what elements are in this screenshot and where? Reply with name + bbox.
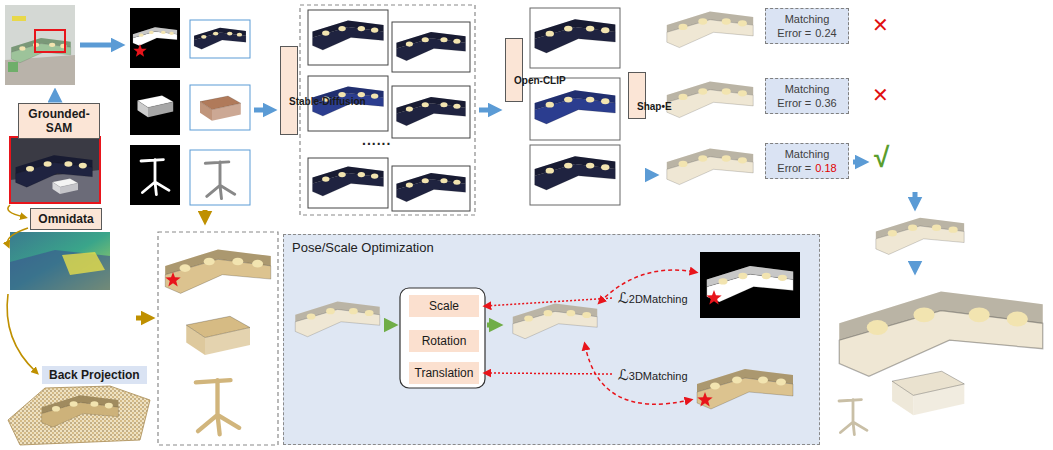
node-text: Error =	[777, 97, 811, 109]
node-text: 0.24	[815, 27, 836, 39]
reject-mark: ✕	[872, 14, 889, 36]
model-box: Shap•E	[628, 72, 646, 119]
node-text: 0.36	[815, 97, 836, 109]
node-text: Rotation	[422, 334, 467, 348]
node-text: Omnidata	[38, 212, 93, 226]
accept-mark: √	[874, 143, 889, 173]
parameter-box: Translation	[409, 362, 479, 384]
text-line: Error = 0.18	[770, 161, 844, 175]
score-box: MatchingError = 0.24	[765, 8, 849, 44]
node-text: Back Projection	[49, 368, 140, 382]
text-line: Matching	[770, 147, 844, 161]
score-box: MatchingError = 0.36	[765, 78, 849, 114]
node-text: Error =	[777, 162, 811, 174]
model-box: Open-CLIP	[505, 38, 523, 102]
node-text: Matching	[785, 148, 830, 160]
node-text: 0.18	[815, 162, 836, 174]
step-label: Back Projection	[42, 366, 147, 384]
node-text: Translation	[415, 366, 474, 380]
region-box: Pose/Scale OptimizationScaleRotationTran…	[283, 234, 820, 445]
node-text: Shap•E	[637, 101, 672, 112]
node-text: Pose/Scale Optimization	[292, 240, 434, 255]
model-box: Stable-Diffusion	[280, 46, 298, 135]
node-text: Error =	[777, 27, 811, 39]
text-line: Matching	[770, 82, 844, 96]
node-text: Grounded-SAM	[28, 107, 89, 135]
process-box: Grounded-SAM	[18, 103, 100, 139]
loss-label: ℒ2DMatching	[618, 289, 688, 307]
node-text: Scale	[429, 299, 459, 313]
node-text: Matching	[785, 83, 830, 95]
text-line: Matching	[770, 12, 844, 26]
parameter-box: Scale	[409, 295, 479, 317]
node-text: Open-CLIP	[514, 75, 566, 86]
parameter-box: Rotation	[409, 330, 479, 352]
ellipsis: ......	[362, 132, 391, 148]
text-line: Error = 0.24	[770, 26, 844, 40]
loss-label: ℒ3DMatching	[618, 366, 688, 384]
score-box: MatchingError = 0.18	[765, 143, 849, 179]
node-text: Stable-Diffusion	[289, 96, 366, 107]
node-text: Matching	[785, 13, 830, 25]
process-box: Omnidata	[30, 208, 102, 230]
reject-mark: ✕	[872, 84, 889, 106]
text-line: Error = 0.36	[770, 96, 844, 110]
